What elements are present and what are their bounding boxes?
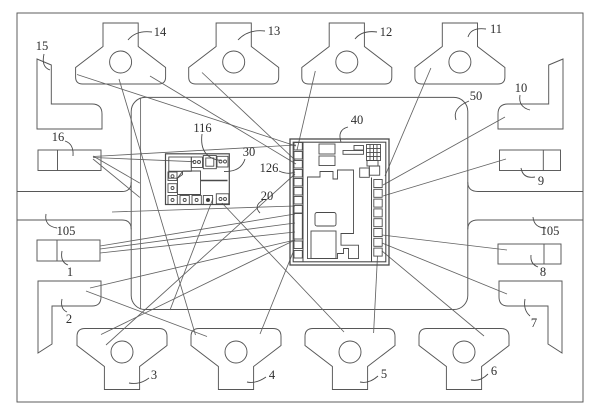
svg-text:12: 12: [380, 25, 393, 39]
svg-text:13: 13: [268, 24, 281, 38]
svg-text:116: 116: [193, 121, 211, 135]
svg-text:2: 2: [66, 312, 72, 326]
svg-text:20: 20: [261, 189, 274, 203]
svg-text:10: 10: [515, 81, 528, 95]
svg-text:50: 50: [470, 89, 483, 103]
svg-text:6: 6: [491, 364, 497, 378]
svg-text:8: 8: [540, 265, 546, 279]
svg-text:4: 4: [269, 368, 276, 382]
svg-text:1: 1: [67, 265, 73, 279]
svg-text:14: 14: [154, 25, 167, 39]
svg-text:7: 7: [531, 316, 537, 330]
svg-text:126: 126: [260, 161, 279, 175]
svg-text:9: 9: [538, 174, 544, 188]
svg-text:3: 3: [151, 368, 157, 382]
svg-text:105: 105: [541, 224, 560, 238]
svg-text:40: 40: [351, 113, 364, 127]
svg-text:16: 16: [52, 130, 65, 144]
svg-text:11: 11: [490, 22, 502, 36]
svg-text:105: 105: [57, 224, 76, 238]
svg-text:5: 5: [381, 367, 387, 381]
svg-text:30: 30: [243, 145, 256, 159]
svg-text:15: 15: [36, 39, 49, 53]
